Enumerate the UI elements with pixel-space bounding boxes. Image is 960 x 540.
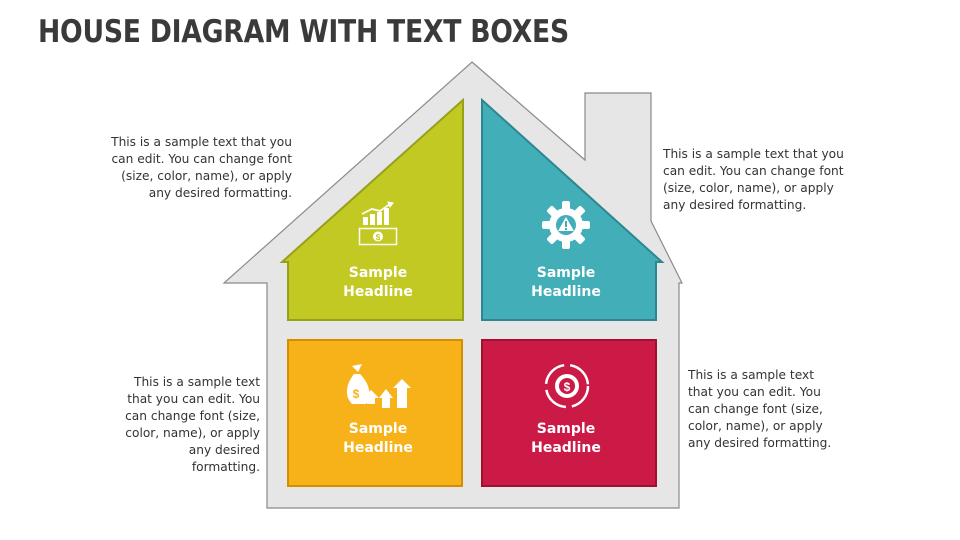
headline-yellow: Sample Headline (290, 420, 466, 458)
headline-green: Sample Headline (290, 264, 466, 302)
headline-line1: Sample (536, 421, 596, 437)
headline-line2: Headline (343, 284, 413, 300)
description-bottom-right: This is a sample text that you can edit.… (688, 368, 832, 450)
svg-text:$: $ (353, 387, 360, 401)
money-cycle-icon: $ (544, 363, 590, 409)
description-top-left: This is a sample text that you can edit.… (111, 135, 292, 200)
headline-line2: Headline (531, 284, 601, 300)
money-bag-growth-icon: $ (346, 364, 411, 408)
headline-line1: Sample (348, 265, 408, 281)
svg-text:$: $ (564, 380, 571, 394)
headline-line2: Headline (343, 440, 413, 456)
headline-red: Sample Headline (478, 420, 654, 458)
gear-warning-icon (542, 201, 590, 249)
description-top-right: This is a sample text that you can edit.… (663, 147, 844, 212)
chart-money-icon: $ (358, 201, 398, 246)
svg-text:$: $ (376, 233, 381, 242)
description-bottom-left: This is a sample text that you can edit.… (125, 375, 260, 474)
page-title: HOUSE DIAGRAM WITH TEXT BOXES (38, 14, 569, 50)
panel-red (481, 339, 657, 487)
headline-teal: Sample Headline (478, 264, 654, 302)
headline-line1: Sample (348, 421, 408, 437)
panel-yellow (287, 339, 463, 487)
headline-line2: Headline (531, 440, 601, 456)
headline-line1: Sample (536, 265, 596, 281)
